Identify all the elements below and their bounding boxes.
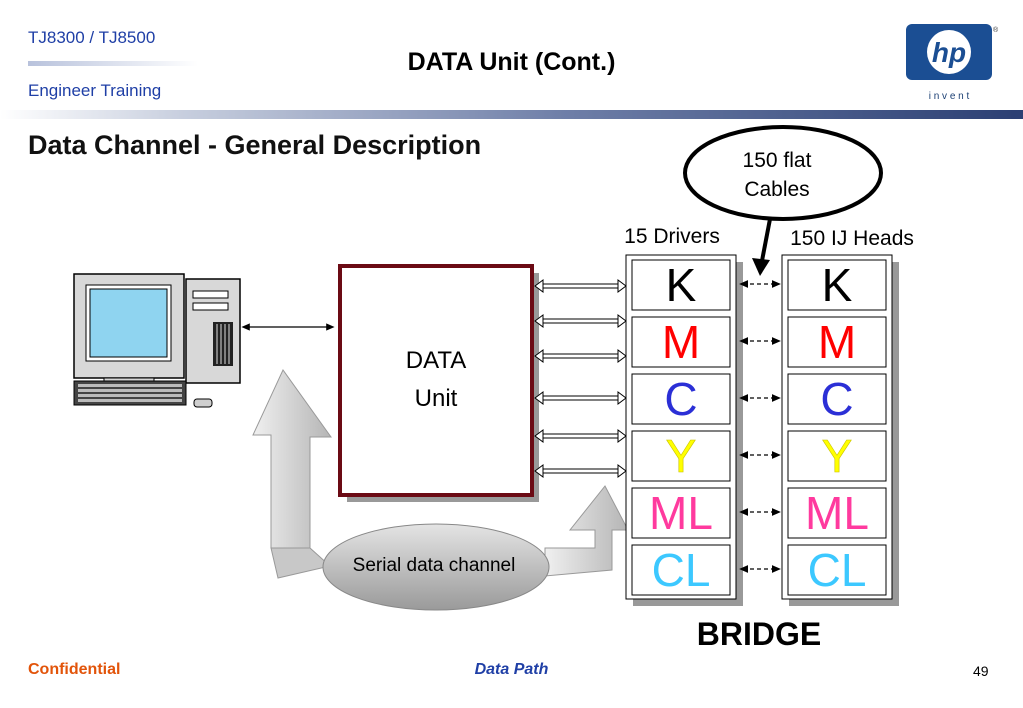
footer-topic: Data Path — [474, 661, 549, 678]
page-number: 49 — [973, 663, 989, 679]
head-label-k: K — [822, 259, 853, 311]
page-title: DATA Unit (Cont.) — [407, 48, 616, 76]
cables-callout-line1: 150 flat — [743, 149, 812, 172]
cables-callout — [683, 125, 883, 221]
head-label-y: Y — [822, 430, 853, 482]
head-cell-m — [787, 316, 887, 368]
driver-cell-c — [631, 373, 731, 425]
hp-logo-letters: hp — [932, 37, 966, 68]
training-subtitle: Engineer Training — [28, 81, 162, 100]
head-cell-ml — [787, 487, 887, 539]
driver-cell-ml — [631, 487, 731, 539]
unit-arrow — [534, 279, 627, 293]
driver-cell-k — [631, 259, 731, 311]
data-unit-label-line1: DATA — [406, 347, 466, 374]
data-unit-box — [338, 264, 534, 497]
section-title: Data Channel - General Description — [28, 130, 482, 160]
hp-logo-tagline: i n v e n t — [929, 91, 970, 102]
head-cell-k — [787, 259, 887, 311]
cables-callout-line2: Cables — [744, 178, 809, 201]
unit-arrow — [534, 391, 627, 405]
serial-channel-label: Serial data channel — [353, 555, 516, 576]
driver-label-k: K — [666, 259, 697, 311]
callout-pointer-head — [752, 258, 770, 276]
heads-label: 150 IJ Heads — [790, 227, 914, 250]
header-gradient-bar — [0, 110, 1023, 119]
heads-panel — [781, 254, 893, 600]
drivers-panel — [625, 254, 737, 600]
driver-label-c: C — [664, 373, 697, 425]
head-label-cl: CL — [808, 544, 867, 596]
computer-icon — [73, 273, 241, 408]
unit-to-drivers-arrows — [534, 279, 627, 478]
drivers-label: 15 Drivers — [624, 225, 720, 248]
driver-label-y: Y — [666, 430, 697, 482]
driver-cell-m — [631, 316, 731, 368]
unit-arrow — [534, 314, 627, 328]
bridge-arrows — [739, 280, 781, 573]
serial-channel-arrows — [252, 369, 629, 579]
driver-cell-y — [631, 430, 731, 482]
unit-arrow — [534, 429, 627, 443]
head-label-c: C — [820, 373, 853, 425]
driver-label-m: M — [662, 316, 700, 368]
product-name: TJ8300 / TJ8500 — [28, 28, 156, 47]
svg-text:®: ® — [993, 26, 999, 34]
bridge-label: BRIDGE — [697, 616, 821, 652]
head-label-m: M — [818, 316, 856, 368]
header-accent-bar — [28, 61, 198, 66]
unit-arrow — [534, 349, 627, 363]
head-label-ml: ML — [805, 487, 869, 539]
serial-channel-ellipse — [322, 523, 550, 611]
footer-confidential: Confidential — [28, 661, 121, 678]
unit-arrow — [534, 464, 627, 478]
driver-cell-cl — [631, 544, 731, 596]
hp-logo: hp ® i n v e n t — [906, 24, 999, 102]
driver-label-cl: CL — [652, 544, 711, 596]
head-cell-cl — [787, 544, 887, 596]
callout-pointer — [759, 218, 772, 267]
head-cell-c — [787, 373, 887, 425]
driver-label-ml: ML — [649, 487, 713, 539]
head-cell-y — [787, 430, 887, 482]
data-unit-label-line2: Unit — [415, 385, 458, 412]
